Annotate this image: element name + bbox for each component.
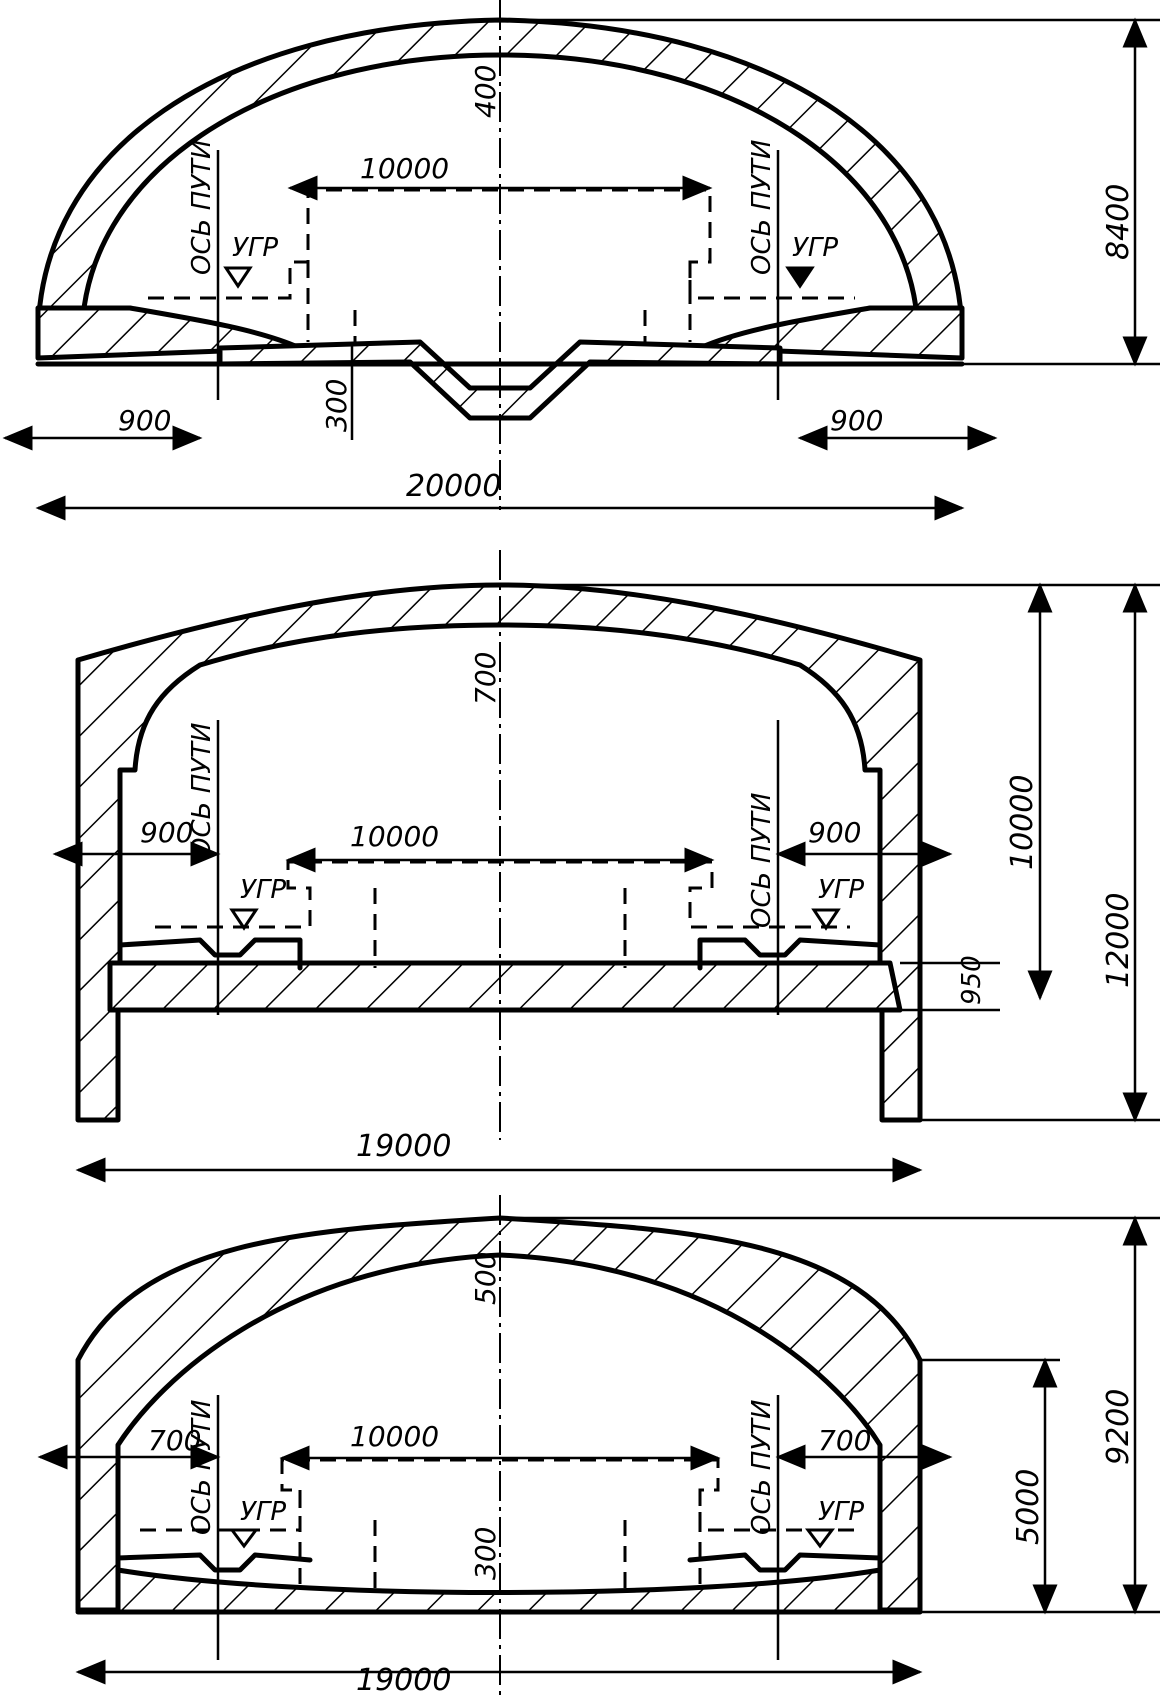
section-bottom: ОСЬ ПУТИ ОСЬ ПУТИ УГР УГР 10000 500 300 …	[37, 1195, 1160, 1698]
right-platform	[687, 1552, 883, 1573]
left-clear-dim: 900	[140, 816, 193, 849]
width-dim: 19000	[356, 1663, 451, 1698]
left-platform	[117, 937, 303, 971]
water-level-label-right: УГР	[818, 875, 864, 905]
width-dim: 20000	[406, 469, 501, 504]
track-axis-label-right: ОСЬ ПУТИ	[747, 793, 777, 928]
level-marker-left	[229, 908, 259, 931]
slab-dim: 950	[957, 955, 987, 1005]
width-dim: 19000	[356, 1129, 451, 1164]
left-clear-dim: 900	[118, 404, 171, 437]
left-clear-dim: 700	[148, 1424, 201, 1457]
crown-dim: 500	[469, 1252, 502, 1305]
crown-dim: 700	[469, 652, 502, 705]
floor-dim: 300	[320, 379, 353, 432]
track-axis-label-left: ОСЬ ПУТИ	[187, 1400, 217, 1535]
water-level-label-left: УГР	[240, 875, 286, 905]
level-marker-left	[223, 266, 253, 289]
water-level-label-right: УГР	[818, 1497, 864, 1527]
track-axis-label-right: ОСЬ ПУТИ	[747, 1400, 777, 1535]
level-marker-left	[229, 1528, 259, 1549]
height-dim: 8400	[1101, 184, 1136, 260]
total-height-dim: 12000	[1101, 893, 1136, 988]
right-clear-dim: 700	[818, 1424, 871, 1457]
right-clear-dim: 900	[808, 816, 861, 849]
level-marker-right	[811, 908, 841, 931]
right-clear-dim: 900	[830, 404, 883, 437]
wall-dim: 5000	[1011, 1469, 1046, 1545]
floor-dim: 300	[469, 1527, 502, 1580]
height-dim: 9200	[1101, 1389, 1136, 1465]
gauge-dim: 10000	[360, 152, 449, 185]
water-level-label-right: УГР	[792, 233, 838, 263]
section-top: ОСЬ ПУТИ ОСЬ ПУТИ УГР УГР 10000 400 300 …	[2, 0, 1160, 521]
crown-dim: 400	[469, 65, 502, 118]
water-level-label-left: УГР	[240, 1497, 286, 1527]
track-axis-label-left: ОСЬ ПУТИ	[187, 723, 217, 858]
gauge-dim: 10000	[350, 820, 439, 853]
floor-slab	[107, 960, 903, 1013]
invert-slab	[115, 1567, 883, 1615]
water-level-label-left: УГР	[232, 233, 278, 263]
frame-lining	[75, 582, 923, 1123]
level-marker-right	[785, 266, 815, 289]
track-axis-label-right: ОСЬ ПУТИ	[747, 140, 777, 275]
section-middle: ОСЬ ПУТИ ОСЬ ПУТИ УГР УГР 10000 700 900 …	[52, 550, 1160, 1183]
left-platform	[115, 1552, 313, 1573]
inner-height-dim: 10000	[1005, 775, 1040, 870]
track-axis-label-left: ОСЬ ПУТИ	[187, 140, 217, 275]
level-marker-right	[805, 1528, 835, 1549]
gauge-dim: 10000	[350, 1420, 439, 1453]
right-platform	[697, 937, 883, 971]
